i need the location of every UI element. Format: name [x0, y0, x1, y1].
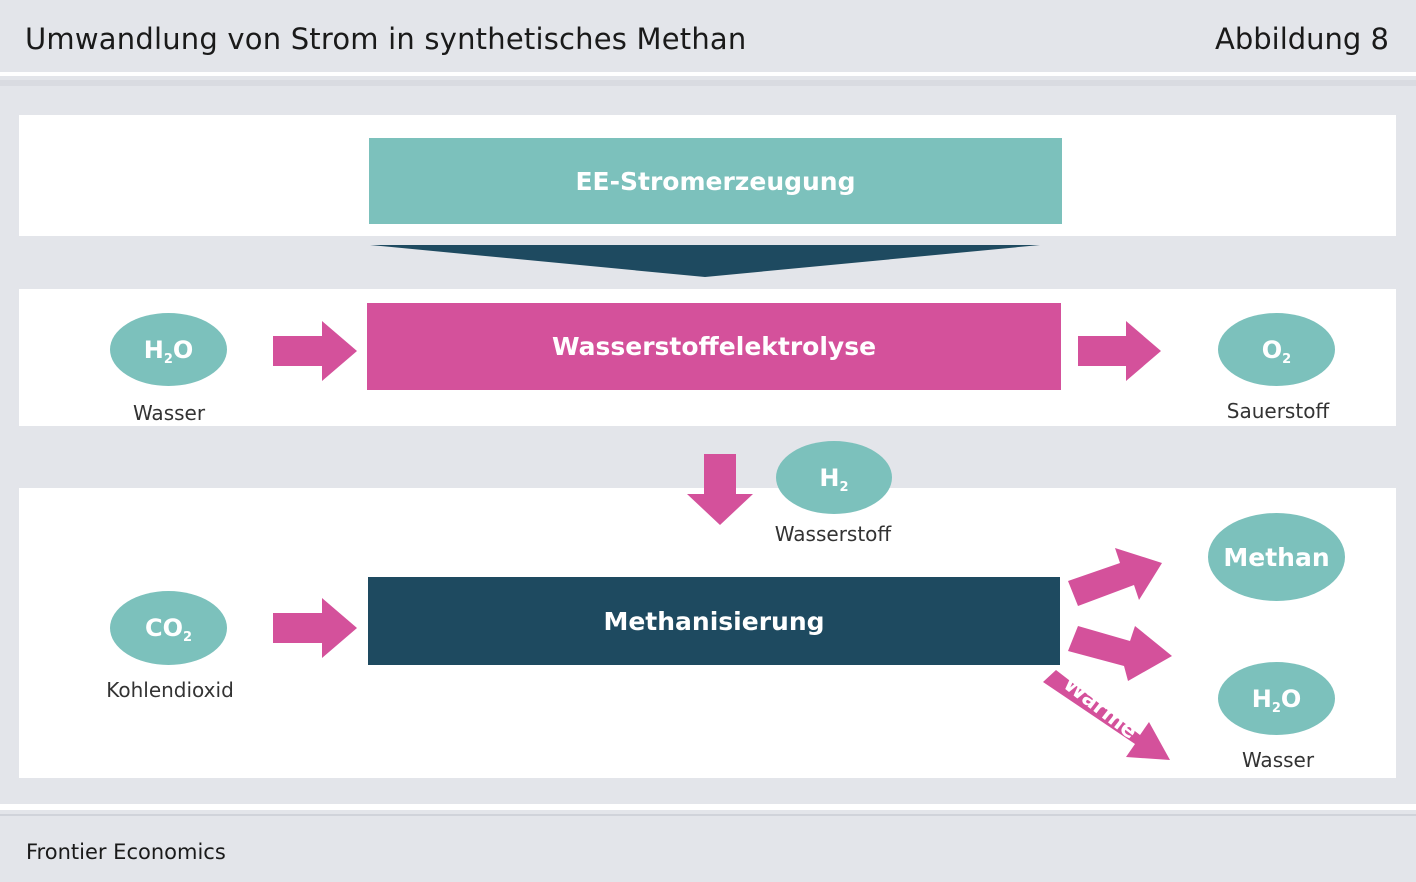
co2-formula: CO2 — [144, 614, 193, 645]
hydrogen-caption: Wasserstoff — [774, 522, 892, 546]
water-output-node: H2O — [1218, 662, 1335, 735]
methanation-box: Methanisierung — [368, 577, 1060, 665]
oxygen-caption: Sauerstoff — [1226, 399, 1330, 423]
figure-title: Umwandlung von Strom in synthetisches Me… — [25, 22, 747, 56]
water-input-formula: H2O — [143, 335, 194, 367]
header-bar: Umwandlung von Strom in synthetisches Me… — [0, 0, 1416, 76]
hydrogen-node: H2 — [776, 441, 892, 514]
source-note: Frontier Economics — [26, 840, 226, 864]
footer-bar: Frontier Economics — [0, 814, 1416, 882]
water-output-formula: H2O — [1251, 684, 1302, 716]
arrow-methanation-to-heat — [1043, 670, 1170, 760]
water-output-caption: Wasser — [1241, 748, 1315, 772]
oxygen-output-node: O2 — [1218, 313, 1335, 386]
arrow-electrolysis-to-oxygen — [1078, 321, 1161, 381]
water-input-node: H2O — [110, 313, 227, 386]
co2-caption: Kohlendioxid — [106, 678, 234, 702]
arrow-electrolysis-to-hydrogen — [687, 454, 753, 525]
funnel-arrow — [370, 245, 1040, 277]
methane-output-node: Methan — [1208, 513, 1345, 601]
arrow-methanation-to-methane — [1068, 548, 1162, 606]
electrolysis-box: Wasserstoffelektrolyse — [367, 303, 1061, 390]
water-input-caption: Wasser — [132, 401, 206, 425]
arrow-co2-to-methanation — [273, 598, 357, 658]
hydrogen-formula: H2 — [819, 463, 849, 495]
heat-label: Wärme — [1058, 671, 1142, 744]
oxygen-formula: O2 — [1261, 335, 1292, 367]
arrow-water-to-electrolysis — [273, 321, 357, 381]
arrow-methanation-to-water — [1068, 626, 1172, 681]
co2-input-node: CO2 — [110, 591, 227, 665]
generation-box: EE-Stromerzeugung — [369, 138, 1062, 224]
figure-number: Abbildung 8 — [1214, 22, 1389, 56]
